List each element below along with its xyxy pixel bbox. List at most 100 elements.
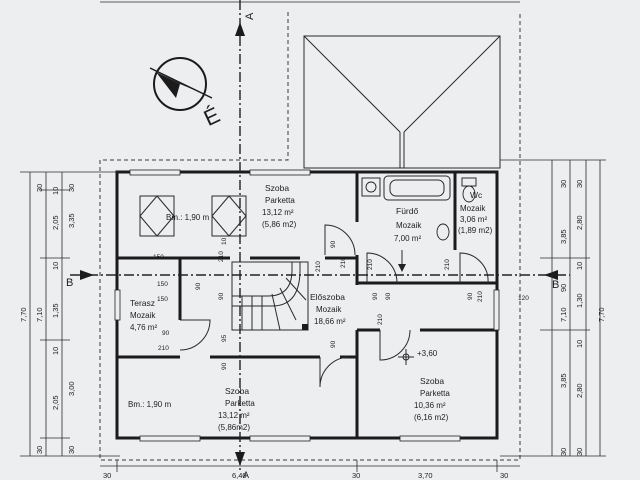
- svg-text:10,36 m²: 10,36 m²: [414, 401, 446, 410]
- sink-icon: [436, 223, 450, 241]
- dimension-texts-left: 30 10 2,05 3,35 30 7,10 7,70 1,35 10 2,0…: [19, 184, 76, 454]
- svg-text:2,80: 2,80: [575, 383, 584, 398]
- svg-text:30: 30: [559, 180, 568, 188]
- room-wc: Wc Mozaik 3,06 m² (1,89 m2): [458, 190, 493, 235]
- svg-text:10: 10: [51, 187, 60, 195]
- svg-text:30: 30: [575, 180, 584, 188]
- svg-text:30: 30: [575, 448, 584, 456]
- svg-text:(5,86m2): (5,86m2): [218, 423, 250, 432]
- svg-text:90: 90: [218, 292, 225, 300]
- svg-text:Mozaik: Mozaik: [396, 221, 422, 230]
- svg-text:1,35: 1,35: [51, 303, 60, 318]
- room-terasz: Terasz Mozaik 4,76 m²: [130, 298, 157, 332]
- svg-text:1,30: 1,30: [575, 293, 584, 308]
- svg-text:(6,16 m2): (6,16 m2): [414, 413, 449, 422]
- dimension-lines-left: [20, 171, 120, 457]
- dimension-lines-right: [500, 159, 606, 457]
- svg-text:18,66 m²: 18,66 m²: [314, 317, 346, 326]
- svg-text:7,10: 7,10: [559, 307, 568, 322]
- bathtub-icon: [383, 175, 451, 201]
- dimension-texts-bottom: 6,40 3,70 30 30 30: [103, 471, 508, 480]
- svg-text:2,80: 2,80: [575, 215, 584, 230]
- washer-icon: [361, 177, 381, 197]
- svg-text:Parketta: Parketta: [420, 389, 450, 398]
- level-marker-icon: [398, 349, 414, 365]
- svg-text:13,12 m²: 13,12 m²: [262, 208, 294, 217]
- section-line-a: A: [235, 0, 256, 470]
- svg-text:210: 210: [477, 291, 484, 302]
- staircase-icon: [231, 261, 309, 331]
- svg-text:90: 90: [195, 282, 202, 290]
- section-line-b: B B: [66, 270, 570, 291]
- svg-text:3,00: 3,00: [67, 381, 76, 396]
- windows: [114, 169, 500, 442]
- svg-text:Parketta: Parketta: [225, 399, 255, 408]
- svg-text:6,40: 6,40: [232, 471, 247, 480]
- svg-text:10: 10: [51, 347, 60, 355]
- svg-text:3,70: 3,70: [418, 471, 433, 480]
- svg-text:210: 210: [367, 259, 374, 270]
- svg-text:10: 10: [575, 340, 584, 348]
- door-swings: [179, 224, 489, 388]
- svg-text:210: 210: [315, 261, 322, 272]
- svg-text:7,00 m²: 7,00 m²: [394, 234, 421, 243]
- svg-text:3,85: 3,85: [559, 229, 568, 244]
- section-a-top-label: A: [244, 12, 256, 20]
- svg-text:Fürdő: Fürdő: [396, 206, 418, 216]
- svg-text:30: 30: [67, 184, 76, 192]
- svg-text:90: 90: [467, 292, 474, 300]
- svg-text:Mozaik: Mozaik: [460, 204, 486, 213]
- svg-text:Szoba: Szoba: [225, 386, 249, 396]
- room-furdo: Fürdő Mozaik 7,00 m²: [394, 206, 422, 243]
- svg-text:Parketta: Parketta: [265, 196, 295, 205]
- svg-text:90: 90: [162, 330, 170, 337]
- svg-text:10: 10: [575, 262, 584, 270]
- svg-text:3,85: 3,85: [559, 373, 568, 388]
- svg-text:150: 150: [157, 296, 168, 303]
- svg-text:90: 90: [372, 292, 379, 300]
- svg-text:90: 90: [221, 362, 228, 370]
- svg-text:2,05: 2,05: [51, 215, 60, 230]
- svg-text:90: 90: [330, 240, 337, 248]
- svg-text:90: 90: [385, 292, 392, 300]
- svg-text:210: 210: [218, 251, 225, 262]
- room-szoba-right: Szoba Parketta 10,36 m² (6,16 m2): [414, 376, 450, 422]
- note-bm-bottom: Bm.: 1,90 m: [128, 400, 171, 409]
- svg-text:30: 30: [35, 184, 44, 192]
- svg-text:30: 30: [67, 446, 76, 454]
- skylights: [139, 195, 247, 237]
- svg-text:90: 90: [559, 284, 568, 292]
- room-szoba-top: Szoba Parketta 13,12 m² (5,86 m2): [262, 183, 297, 229]
- svg-text:30: 30: [559, 448, 568, 456]
- svg-text:30: 30: [352, 471, 360, 480]
- svg-text:120: 120: [518, 295, 529, 302]
- dimension-lines-bottom: [100, 460, 520, 472]
- svg-text:210: 210: [340, 257, 347, 268]
- svg-text:Szoba: Szoba: [420, 376, 444, 386]
- door-dimensions: 210 90 210 90 90 210 90 210 90 90 210 90…: [153, 237, 529, 370]
- svg-text:3,06 m²: 3,06 m²: [460, 215, 487, 224]
- svg-text:10: 10: [51, 262, 60, 270]
- svg-text:4,76 m²: 4,76 m²: [130, 323, 157, 332]
- section-b-right-label: B: [552, 279, 559, 291]
- dimension-texts-right: 30 30 3,85 2,80 10 1,30 7,10 7,70 10 2,8…: [559, 180, 606, 456]
- svg-text:150: 150: [153, 254, 164, 261]
- note-level: +3,60: [417, 349, 438, 358]
- svg-text:210: 210: [444, 259, 451, 270]
- svg-text:Mozaik: Mozaik: [130, 311, 156, 320]
- svg-text:13,12 m²: 13,12 m²: [218, 411, 250, 420]
- svg-text:3,35: 3,35: [67, 213, 76, 228]
- note-bm-top: Bm.: 1,90 m: [166, 213, 209, 222]
- section-a-bottom-label: A: [243, 470, 249, 480]
- svg-text:30: 30: [35, 446, 44, 454]
- svg-text:95: 95: [221, 334, 228, 342]
- svg-text:Előszoba: Előszoba: [310, 292, 345, 302]
- room-eloszoba: Előszoba Mozaik 18,66 m²: [310, 292, 346, 326]
- svg-text:30: 30: [103, 471, 111, 480]
- svg-text:90: 90: [330, 340, 337, 348]
- svg-text:Mozaik: Mozaik: [316, 305, 342, 314]
- svg-text:150: 150: [157, 281, 168, 288]
- toilet-icon: [461, 177, 477, 203]
- svg-text:7,70: 7,70: [19, 307, 28, 322]
- svg-text:7,70: 7,70: [597, 307, 606, 322]
